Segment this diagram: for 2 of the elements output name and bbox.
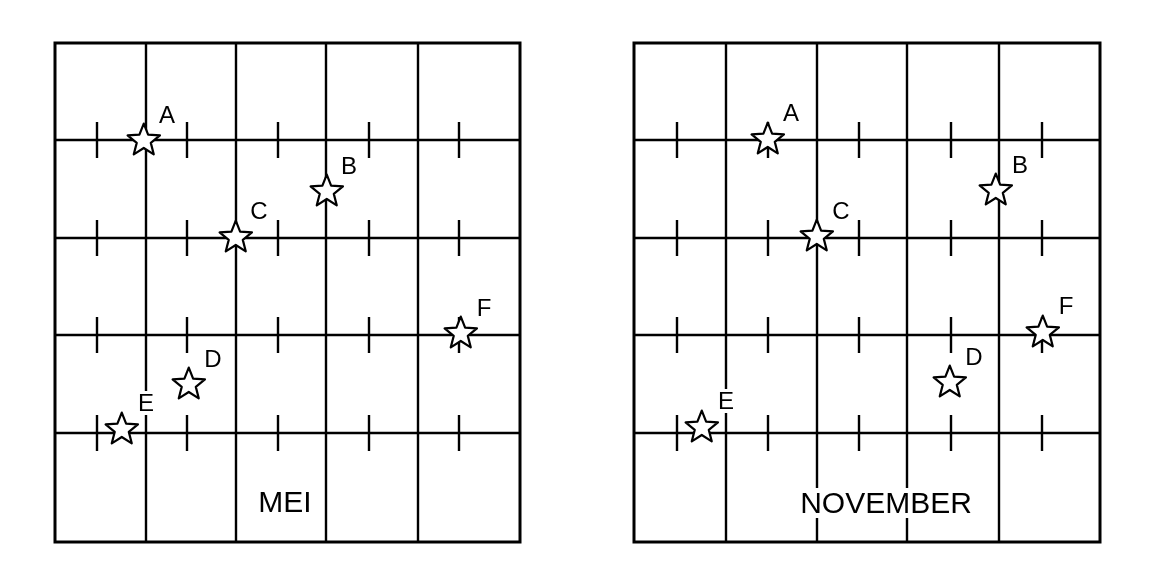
- star-label: E: [717, 389, 735, 413]
- star-label: E: [137, 391, 155, 415]
